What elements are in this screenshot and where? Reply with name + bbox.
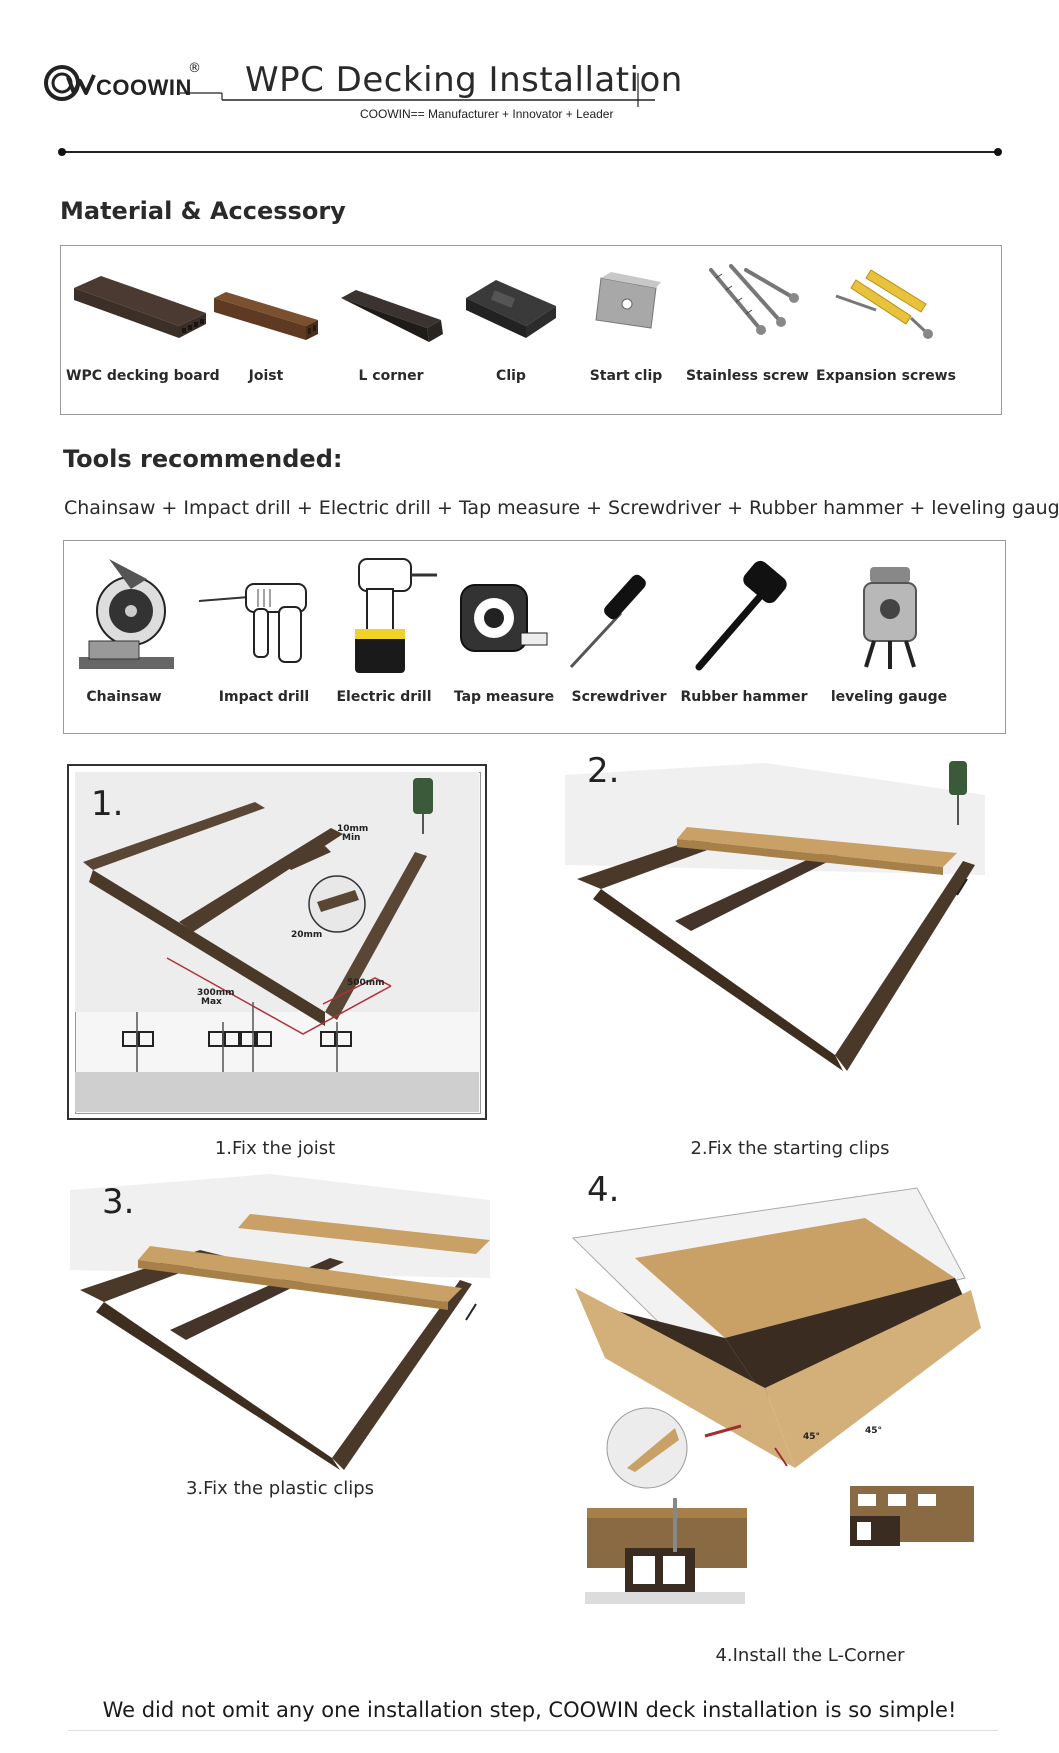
step-1-caption: 1.Fix the joist: [214, 1138, 336, 1159]
page-title: WPC Decking Installation: [245, 60, 683, 100]
rubber-hammer-icon: [695, 560, 787, 671]
material-item: Joist: [206, 258, 326, 398]
step-1-frame: 1. 10mm Min 20mm 300mm Max 500mm: [67, 764, 487, 1120]
registered-mark: ®: [188, 61, 201, 76]
tool-label: Tap measure: [453, 689, 555, 705]
step-3-diagram: [70, 1174, 490, 1470]
step-1-diagram: [75, 772, 479, 1112]
annotation-300mm: 300mm: [197, 988, 235, 998]
step-2-caption: 2.Fix the starting clips: [690, 1138, 890, 1159]
title-rule: [180, 73, 655, 107]
step-3-panel: 3.: [70, 1170, 490, 1470]
material-item: L corner: [331, 258, 451, 398]
step-2-panel: 2.: [565, 751, 985, 1085]
l-corner-icon: [341, 290, 443, 342]
screw-icon: [709, 264, 799, 335]
tool-label: Impact drill: [218, 689, 310, 705]
annotation-angle-right: 45°: [865, 1426, 883, 1436]
annotation-max: Max: [201, 997, 222, 1007]
material-label: Clip: [496, 368, 526, 384]
material-label: Stainless screw: [686, 368, 809, 384]
step-4-caption: 4.Install the L-Corner: [715, 1645, 905, 1666]
step-4-diagram: [571, 1187, 981, 1604]
material-label: Joist: [248, 368, 284, 384]
decking-board-icon: [74, 276, 206, 338]
chainsaw-icon: [79, 559, 174, 669]
electric-drill-icon: [355, 558, 437, 673]
step-4-number: 4.: [587, 1170, 620, 1210]
materials-heading: Material & Accessory: [60, 197, 346, 225]
annotation-angle-left: 45°: [803, 1432, 821, 1442]
impact-drill-icon: [198, 583, 307, 663]
tape-measure-icon: [460, 584, 548, 652]
tool-item: Chainsaw: [69, 549, 179, 719]
coowin-logo-icon: [44, 65, 96, 101]
screwdriver-icon: [569, 574, 646, 669]
tool-label: Rubber hammer: [680, 689, 808, 705]
tool-item: Rubber hammer: [679, 549, 809, 719]
step-2-number: 2.: [587, 751, 620, 791]
tool-item: Tap measure: [449, 549, 559, 719]
tool-label: Chainsaw: [86, 689, 162, 705]
step-3-caption: 3.Fix the plastic clips: [185, 1478, 375, 1499]
step-4-panel: 4. 45° 45°: [565, 1168, 985, 1628]
material-label: Start clip: [589, 368, 663, 384]
material-item: Expansion screws: [816, 258, 956, 398]
leveling-gauge-icon: [863, 567, 917, 669]
footer-note: We did not omit any one installation ste…: [102, 1698, 957, 1722]
tools-summary: Chainsaw + Impact drill + Electric drill…: [64, 497, 1059, 519]
tool-item: Electric drill: [319, 549, 449, 719]
material-item: Clip: [456, 258, 566, 398]
tool-label: Electric drill: [336, 689, 432, 705]
tools-heading: Tools recommended:: [63, 445, 343, 473]
material-item: Stainless screw: [686, 258, 809, 398]
header-divider: [58, 148, 1002, 156]
annotation-20mm: 20mm: [291, 930, 323, 940]
clip-icon: [466, 280, 556, 338]
material-label: Expansion screws: [816, 368, 956, 384]
annotation-min: Min: [342, 833, 361, 843]
annotation-10mm: 10mm: [337, 824, 369, 834]
annotation-500mm: 500mm: [347, 978, 385, 988]
tools-panel: Chainsaw Impact drill Electric drill: [63, 540, 1006, 734]
tool-label: Screwdriver: [571, 689, 667, 705]
material-item: WPC decking board: [66, 258, 220, 398]
expansion-screw-icon: [835, 269, 933, 339]
material-label: L corner: [358, 368, 424, 384]
tool-label: leveling gauge: [830, 689, 948, 705]
materials-panel: WPC decking board Joist L corner Clip: [60, 245, 1002, 415]
material-label: WPC decking board: [66, 368, 220, 384]
start-clip-icon: [595, 272, 661, 329]
footer-rule: [68, 1730, 998, 1731]
tool-item: leveling gauge: [824, 549, 954, 719]
tool-item: Impact drill: [194, 549, 334, 719]
tool-item: Screwdriver: [559, 549, 679, 719]
step-2-diagram: [565, 761, 985, 1071]
brand-name: COOWIN: [96, 75, 192, 100]
step-1-number: 1.: [91, 784, 124, 824]
step-3-number: 3.: [102, 1182, 135, 1222]
joist-icon: [214, 292, 318, 340]
header: COOWIN ® WPC Decking Installation COOWIN…: [40, 55, 740, 125]
material-item: Start clip: [571, 258, 681, 398]
page-subtitle: COOWIN== Manufacturer + Innovator + Lead…: [360, 107, 614, 121]
